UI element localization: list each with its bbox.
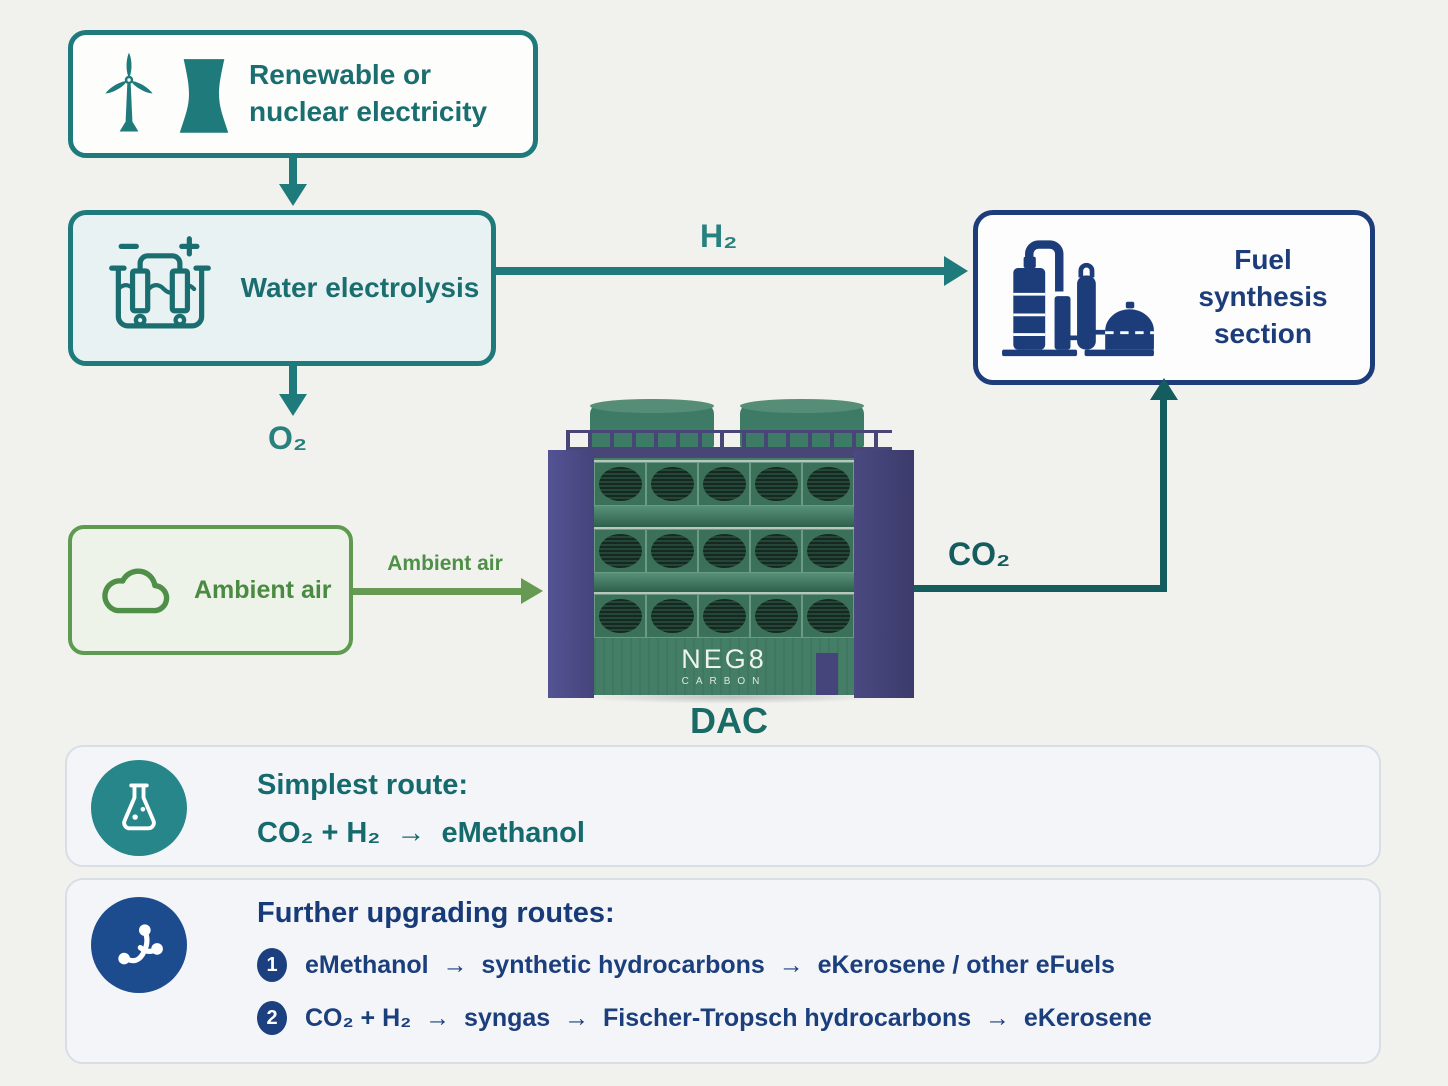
molecule-badge (91, 897, 187, 993)
electrolysis-cell-icon (97, 235, 223, 341)
fan-icon (806, 533, 850, 569)
co2-arrow-line-horizontal (902, 585, 1167, 592)
route-number-badge: 2 (257, 1001, 287, 1035)
electricity-arrow-line (289, 158, 297, 186)
fan-icon (650, 533, 694, 569)
fan-icon (598, 598, 642, 634)
fan-icon (702, 466, 746, 502)
fan-icon (754, 598, 798, 634)
ambient-air-flow-label: Ambient air (387, 552, 503, 575)
route-item-1: 1 eMethanol → synthetic hydrocarbons → e… (257, 948, 1115, 982)
fan-icon (650, 598, 694, 634)
route-item-2: 2 CO₂ + H₂ → syngas → Fischer-Tropsch hy… (257, 1001, 1152, 1035)
dac-brand-name: NEG8 (681, 644, 767, 674)
fan-icon (754, 533, 798, 569)
dac-brand-subtitle: CARBON (681, 676, 767, 687)
route-number-badge: 1 (257, 948, 287, 982)
upgrading-routes-title: Further upgrading routes: (257, 897, 615, 929)
dac-fan-row (594, 460, 854, 506)
electricity-arrow-head (279, 184, 307, 206)
dac-door (816, 653, 838, 695)
co2-arrow-head (1150, 378, 1178, 400)
fan-icon (598, 533, 642, 569)
route-text: eMethanol → synthetic hydrocarbons → eKe… (305, 950, 1115, 979)
fan-icon (702, 533, 746, 569)
ambient-air-box: Ambient air (68, 525, 353, 655)
flask-badge (91, 760, 187, 856)
fan-icon (598, 466, 642, 502)
simplest-route-title: Simplest route: (257, 769, 469, 801)
h2-arrow-head (944, 256, 968, 286)
dac-fan-row (594, 592, 854, 638)
h2-arrow-line (496, 267, 946, 275)
dac-roof-railing (566, 430, 892, 452)
fan-icon (754, 466, 798, 502)
chemical-plant-icon (998, 238, 1158, 358)
simplest-route-panel: Simplest route: CO₂ + H₂ → eMethanol (65, 745, 1381, 867)
fuel-synthesis-label: Fuel synthesis section (1198, 244, 1328, 349)
flask-icon (108, 777, 170, 839)
cooling-tower-icon (173, 53, 235, 135)
renewable-electricity-label: Renewable or nuclear electricity (249, 59, 488, 127)
o2-arrow-head (279, 394, 307, 416)
ambient-air-arrow-head (521, 578, 543, 604)
dac-shelf (594, 573, 854, 592)
water-electrolysis-box: Water electrolysis (68, 210, 496, 366)
h2-flow-label: H₂ (700, 218, 738, 254)
o2-arrow-line (289, 366, 297, 396)
o2-flow-label: O₂ (268, 420, 308, 456)
ambient-air-arrow-line (353, 588, 523, 595)
co2-flow-label: CO₂ (948, 536, 1011, 572)
dac-fan-row (594, 527, 854, 573)
fan-icon (806, 598, 850, 634)
cloud-icon (94, 559, 180, 621)
ambient-air-label: Ambient air (194, 575, 332, 604)
fan-icon (806, 466, 850, 502)
dac-brand-logo: NEG8 CARBON (594, 638, 854, 695)
route-text: CO₂ + H₂ → syngas → Fischer-Tropsch hydr… (305, 1003, 1152, 1032)
co2-arrow-line-vertical (1160, 398, 1167, 590)
dac-label: DAC (690, 700, 768, 741)
dac-unit-image: NEG8 CARBON (530, 398, 930, 706)
water-electrolysis-label: Water electrolysis (240, 271, 480, 303)
wind-turbine-icon (99, 49, 159, 139)
fan-icon (650, 466, 694, 502)
dac-shelf (594, 506, 854, 527)
renewable-electricity-box: Renewable or nuclear electricity (68, 30, 538, 158)
dac-body: NEG8 CARBON (594, 458, 854, 695)
fuel-synthesis-box: Fuel synthesis section (973, 210, 1375, 385)
molecule-icon (108, 914, 170, 976)
fan-icon (702, 598, 746, 634)
dac-left-pillar (548, 450, 594, 698)
dac-right-pillar (854, 450, 914, 698)
upgrading-routes-panel: Further upgrading routes: 1 eMethanol → … (65, 878, 1381, 1064)
simplest-route-formula: CO₂ + H₂ → eMethanol (257, 817, 585, 849)
